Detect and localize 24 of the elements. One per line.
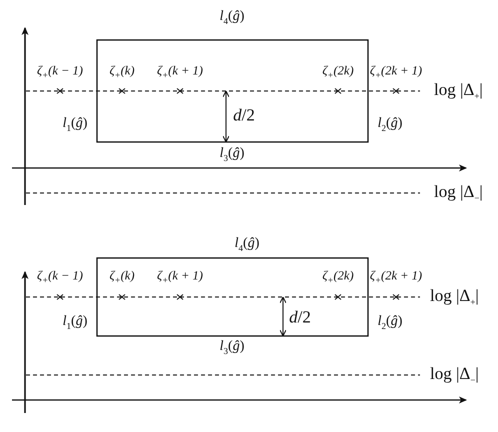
pole-label: ζ$_{+}$(2k) [322,64,354,80]
distance-label: d/2 [233,106,255,124]
pole-label: ζ$_{+}$(k + 1) [157,64,203,80]
line-label: log |Δ$_{+}$| [434,80,483,102]
pole-label: ζ$_{+}$(2k + 1) [370,64,422,80]
line-label: log |Δ$_{−}$| [434,182,483,204]
function-label: l$_{1}$(ĝ) [62,315,88,331]
line-label: log |Δ$_{−}$| [430,364,479,386]
function-label: l$_{2}$(ĝ) [378,117,402,133]
function-label: l$_{4}$(ĝ) [220,10,244,26]
function-label: l$_{1}$(ĝ) [62,117,88,133]
function-label: l$_{3}$(ĝ) [220,340,244,356]
function-label: l$_{2}$(ĝ) [378,315,402,331]
pole-label: ζ$_{+}$(2k + 1) [370,269,422,285]
line-label: log |Δ$_{+}$| [430,286,479,308]
function-label: l$_{4}$(ĝ) [234,237,260,253]
distance-label: d/2 [289,308,311,326]
pole-label: ζ$_{+}$(k) [110,64,134,80]
pole-label: ζ$_{+}$(k − 1) [37,64,83,80]
pole-label: ζ$_{+}$(k − 1) [37,269,83,285]
pole-label: ζ$_{+}$(k) [110,269,134,285]
function-label: l$_{3}$(ĝ) [220,147,244,163]
pole-label: ζ$_{+}$(k + 1) [157,269,203,285]
pole-label: ζ$_{+}$(2k) [322,269,354,285]
